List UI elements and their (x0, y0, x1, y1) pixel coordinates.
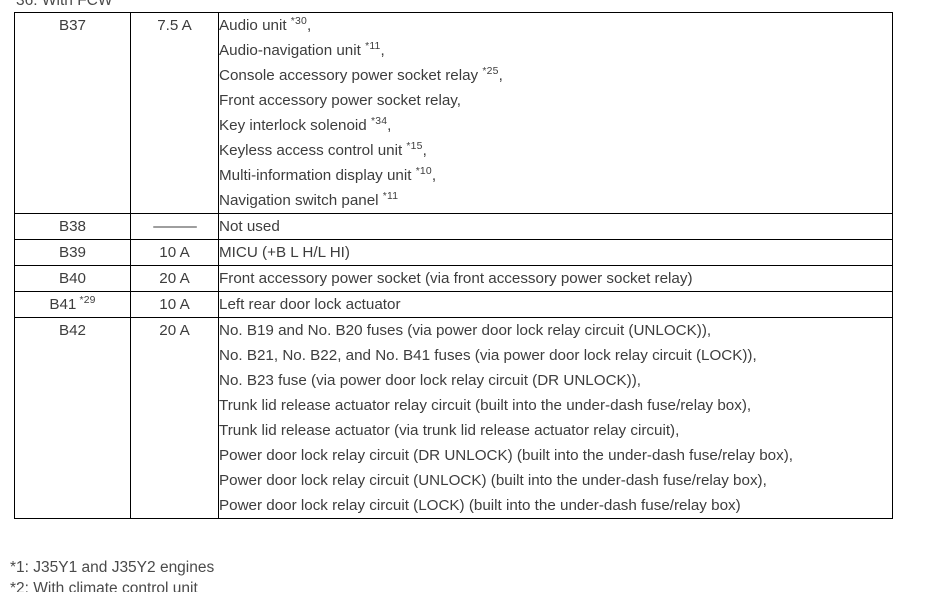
fuse-rating-cell: 7.5 A (130, 12, 219, 214)
fuse-id-label: B41 *29 (49, 294, 96, 313)
fuse-rating-cell: ——— (130, 213, 219, 240)
fuse-table-body: B37 7.5 A Audio unit *30, Audio-navigation … (14, 12, 893, 519)
circuit-line: Power door lock relay circuit (UNLOCK) (… (219, 472, 767, 489)
table-row: B41 *29 10 A Left rear door lock actuator (14, 291, 893, 318)
table-row: B37 7.5 A Audio unit *30, Audio-navigation … (14, 12, 893, 214)
footnote-ref: *30 (290, 15, 307, 27)
footnote-list: *1: J35Y1 and J35Y2 engines *2: With clim… (10, 557, 910, 592)
fuse-rating-cell: 20 A (130, 265, 219, 292)
fuse-table: B37 7.5 A Audio unit *30, Audio-navigation … (14, 12, 893, 519)
fuse-rating-label: 10 A (159, 296, 190, 313)
dash-glyphs: ——— (153, 218, 197, 235)
circuit-line: Not used (219, 218, 280, 235)
circuit-line: Console accessory power socket relay *25… (219, 65, 503, 84)
fuse-rating-label: 10 A (159, 244, 190, 261)
circuits-protected-cell: Front accessory power socket (via front … (218, 265, 893, 292)
footnote-ref: *10 (415, 165, 432, 177)
fuse-rating-label: 20 A (159, 322, 190, 339)
circuit-line: No. B21, No. B22, and No. B41 fuses (via… (219, 347, 757, 364)
circuit-line: Audio unit *30, (219, 15, 312, 34)
circuits-protected-cell: Not used (218, 213, 893, 240)
circuit-line: MICU (+B L H/L HI) (219, 244, 350, 261)
fuse-rating-cell: 20 A (130, 317, 219, 519)
fuse-rating-cell: 10 A (130, 291, 219, 318)
circuit-line: Front accessory power socket (via front … (219, 270, 693, 287)
circuit-line: Navigation switch panel *11 (219, 190, 399, 209)
fuse-id-footnote-ref: *29 (76, 294, 96, 306)
footnote-ref: *15 (406, 140, 423, 152)
fuse-id-cell: B39 (14, 239, 131, 266)
fuse-rating-label: 20 A (159, 270, 190, 287)
fuse-rating-cell: 10 A (130, 239, 219, 266)
footnote-ref: *11 (382, 190, 399, 202)
footnote-item: *2: With climate control unit (10, 580, 198, 592)
fuse-rating-none-dash: ——— (131, 214, 218, 239)
fuse-rating-label: 7.5 A (157, 17, 192, 34)
circuit-line: Multi-information display unit *10, (219, 165, 437, 184)
circuits-protected-cell: Left rear door lock actuator (218, 291, 893, 318)
circuit-line: Trunk lid release actuator relay circuit… (219, 397, 752, 414)
fuse-id-cell: B38 (14, 213, 131, 240)
circuit-line: Trunk lid release actuator (via trunk li… (219, 422, 680, 439)
footnote-ref: *34 (370, 115, 388, 127)
circuit-line: Power door lock relay circuit (LOCK) (bu… (219, 497, 741, 514)
table-row: B38 ——— Not used (14, 213, 893, 240)
fuse-id-cell: B42 (14, 317, 131, 519)
circuits-protected-cell: No. B19 and No. B20 fuses (via power doo… (218, 317, 893, 519)
fuse-id-label: B40 (58, 270, 87, 287)
circuit-line: Front accessory power socket relay, (219, 92, 461, 109)
table-row: B42 20 A No. B19 and No. B20 fuses (via po… (14, 317, 893, 519)
circuit-line: No. B23 fuse (via power door lock relay … (219, 372, 642, 389)
fuse-id-label: B38 (58, 218, 87, 235)
fuse-id-label: B37 (58, 17, 87, 34)
circuit-line: Power door lock relay circuit (DR UNLOCK… (219, 447, 793, 464)
table-row: B40 20 A Front accessory power socket (via… (14, 265, 893, 292)
section-note-clipped: *36: With FCW (10, 0, 113, 9)
table-row: B39 10 A MICU (+B L H/L HI) (14, 239, 893, 266)
circuits-protected-cell: MICU (+B L H/L HI) (218, 239, 893, 266)
circuit-line: Key interlock solenoid *34, (219, 115, 392, 134)
fuse-id-cell: B41 *29 (14, 291, 131, 318)
circuit-line: Left rear door lock actuator (219, 296, 401, 313)
circuits-protected-cell: Audio unit *30, Audio-navigation unit *11… (218, 12, 893, 214)
circuit-line: Audio-navigation unit *11, (219, 40, 385, 59)
fuse-id-label: B39 (58, 244, 87, 261)
fuse-id-cell: B37 (14, 12, 131, 214)
circuit-line: No. B19 and No. B20 fuses (via power doo… (219, 322, 712, 339)
circuit-line: Keyless access control unit *15, (219, 140, 427, 159)
footnote-ref: *11 (365, 40, 381, 52)
fuse-id-cell: B40 (14, 265, 131, 292)
fuse-id-label: B42 (58, 322, 87, 339)
footnote-item: *1: J35Y1 and J35Y2 engines (10, 559, 215, 576)
footnote-ref: *25 (482, 65, 499, 77)
